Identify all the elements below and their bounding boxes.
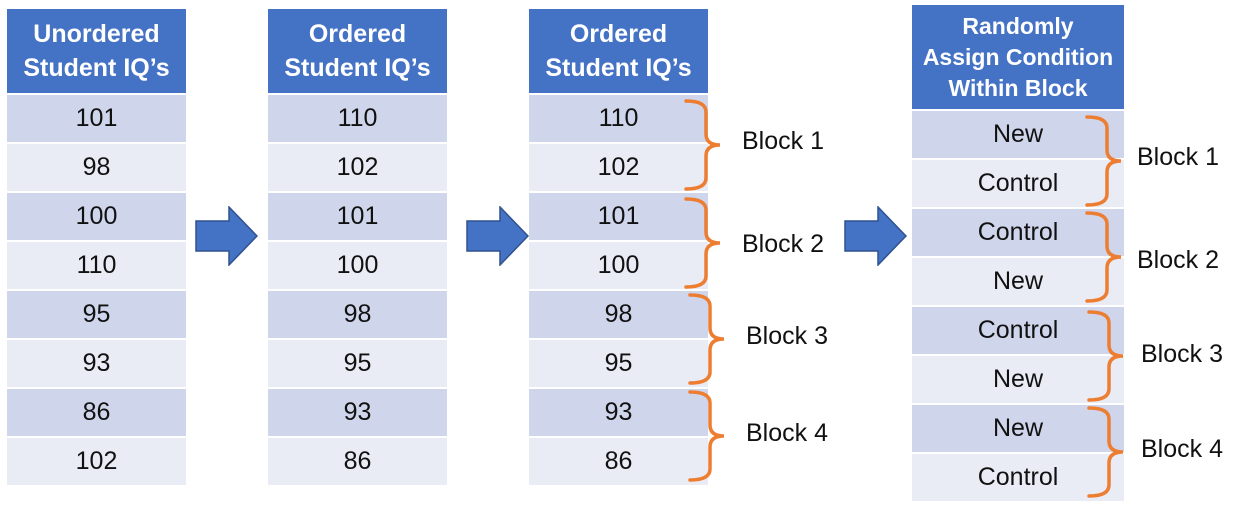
ordered-table-header: Ordered Student IQ’s <box>268 9 447 93</box>
curly-bracket-icon <box>1085 115 1122 207</box>
table-row: 101 <box>7 93 186 142</box>
table-row: 102 <box>7 436 186 485</box>
block-label: Block 2 <box>742 230 824 258</box>
table-row: 93 <box>529 387 708 436</box>
curly-bracket-icon <box>688 293 725 385</box>
ordered-table: Ordered Student IQ’s 110 102 101 100 98 … <box>268 9 447 485</box>
table-row: 102 <box>529 142 708 191</box>
header-line: Randomly <box>962 12 1074 39</box>
header-line: Assign Condition <box>922 43 1114 70</box>
header-line: Within Block <box>948 74 1088 101</box>
assign-condition-table: Randomly Assign Condition Within Block N… <box>912 5 1124 501</box>
table-row: New <box>912 256 1124 305</box>
ordered-blocked-table: Ordered Student IQ’s 110 102 101 100 98 … <box>529 9 708 485</box>
table-row: 100 <box>7 191 186 240</box>
table-row: 86 <box>529 436 708 485</box>
table-row: 93 <box>268 387 447 436</box>
curly-bracket-icon <box>1085 211 1122 303</box>
block-label: Block 4 <box>1141 435 1223 463</box>
table-row: 98 <box>529 289 708 338</box>
table-row: 100 <box>529 240 708 289</box>
table-row: 93 <box>7 338 186 387</box>
header-line: Student IQ’s <box>284 54 431 82</box>
table-row: New <box>912 403 1124 452</box>
ordered-blocked-table-header: Ordered Student IQ’s <box>529 9 708 93</box>
block-label: Block 4 <box>746 419 828 447</box>
right-arrow-icon <box>844 206 907 266</box>
block-label: Block 3 <box>746 322 828 350</box>
table-row: 100 <box>268 240 447 289</box>
header-line: Unordered <box>33 20 160 48</box>
table-row: New <box>912 109 1124 158</box>
curly-bracket-icon <box>688 390 725 482</box>
block-label: Block 1 <box>742 127 824 155</box>
table-row: 101 <box>268 191 447 240</box>
header-line: Ordered <box>569 20 668 48</box>
table-row: 110 <box>268 93 447 142</box>
table-row: 102 <box>268 142 447 191</box>
curly-bracket-icon <box>684 197 721 289</box>
table-row: Control <box>912 207 1124 256</box>
table-row: 110 <box>7 240 186 289</box>
table-row: Control <box>912 452 1124 501</box>
header-line: Ordered <box>308 20 407 48</box>
assign-condition-table-header: Randomly Assign Condition Within Block <box>912 5 1124 109</box>
table-row: 95 <box>529 338 708 387</box>
header-line: Student IQ’s <box>545 54 692 82</box>
block-label: Block 2 <box>1137 246 1219 274</box>
table-row: 95 <box>268 338 447 387</box>
table-row: 101 <box>529 191 708 240</box>
table-row: 98 <box>7 142 186 191</box>
block-label: Block 3 <box>1141 340 1223 368</box>
table-row: New <box>912 354 1124 403</box>
right-arrow-icon <box>466 206 529 266</box>
curly-bracket-icon <box>1087 406 1124 498</box>
table-row: Control <box>912 158 1124 207</box>
table-row: 110 <box>529 93 708 142</box>
block-label: Block 1 <box>1137 143 1219 171</box>
right-arrow-icon <box>195 206 258 266</box>
unordered-table-header: Unordered Student IQ’s <box>7 9 186 93</box>
curly-bracket-icon <box>684 99 721 191</box>
curly-bracket-icon <box>1087 310 1124 402</box>
table-row: 86 <box>268 436 447 485</box>
table-row: 98 <box>268 289 447 338</box>
unordered-table: Unordered Student IQ’s 101 98 100 110 95… <box>7 9 186 485</box>
table-row: 95 <box>7 289 186 338</box>
header-line: Student IQ’s <box>23 54 170 82</box>
table-row: 86 <box>7 387 186 436</box>
